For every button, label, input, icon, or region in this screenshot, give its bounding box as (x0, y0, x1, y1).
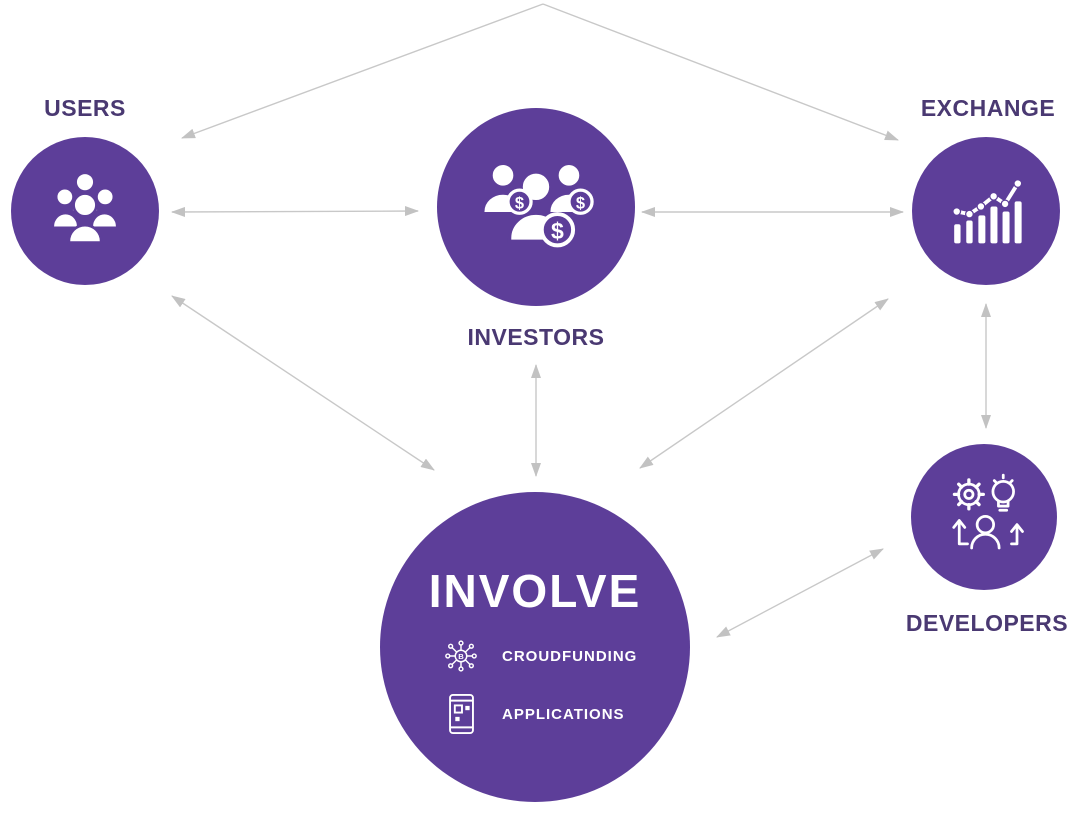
arrow-apex-users (181, 3, 544, 139)
node-exchange-label: EXCHANGE (920, 95, 1056, 121)
users-group-icon (42, 166, 128, 257)
node-developers-circle (911, 444, 1057, 590)
dollar-coin-right: $ (576, 194, 585, 212)
node-investors-circle: $ $ $ (437, 108, 635, 306)
dollar-coin-left: $ (515, 194, 524, 212)
feature-applications-label: APPLICATIONS (502, 705, 625, 723)
mobile-app-icon (436, 693, 486, 735)
feature-croudfunding-label: CROUDFUNDING (502, 647, 638, 665)
node-users-label: USERS (44, 95, 126, 121)
developer-ideas-icon (940, 471, 1028, 564)
dollar-coin-center: $ (551, 217, 564, 243)
growth-chart-icon (944, 172, 1028, 251)
arrow-users-investors (171, 206, 419, 217)
involve-title: INVOLVE (428, 565, 642, 617)
node-investors-label: INVESTORS (467, 324, 605, 350)
blockchain-network-icon: B (436, 633, 486, 679)
arrow-users-involve (171, 295, 435, 471)
investors-dollar-icon: $ $ $ (475, 150, 597, 265)
arrow-exchange-involve (639, 298, 889, 469)
node-involve-circle: INVOLVE B CROUDFUNDING (380, 492, 690, 802)
node-developers-label: DEVELOPERS (905, 610, 1069, 636)
blockchain-coin-letter: B (458, 652, 464, 661)
arrow-developers-involve (716, 548, 884, 638)
feature-croudfunding: B CROUDFUNDING (436, 632, 676, 680)
node-users-circle (11, 137, 159, 285)
arrow-apex-exchange (542, 3, 899, 141)
feature-applications: APPLICATIONS (436, 690, 676, 738)
node-exchange-circle (912, 137, 1060, 285)
